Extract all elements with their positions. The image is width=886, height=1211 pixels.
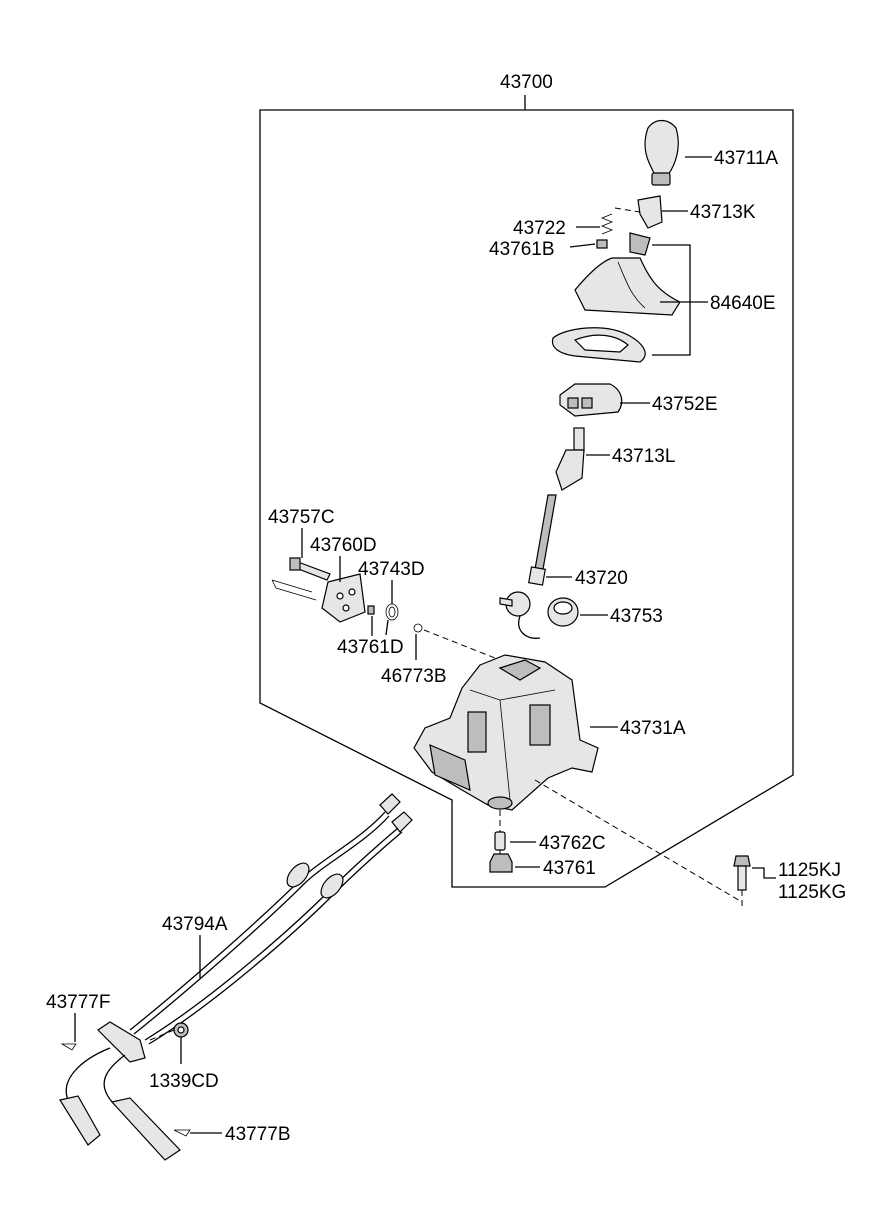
label-43743D: 43743D <box>358 559 425 580</box>
retainer-ring-part <box>413 623 423 633</box>
label-43757C: 43757C <box>268 507 335 528</box>
label-43752E: 43752E <box>652 394 718 415</box>
label-1339CD: 1339CD <box>149 1071 219 1092</box>
label-43794A: 43794A <box>162 914 228 935</box>
label-43711A: 43711A <box>714 148 778 169</box>
detent-spring-part <box>385 603 399 636</box>
spring-part <box>600 213 614 235</box>
lever-rod-part <box>555 427 585 491</box>
label-43761D: 43761D <box>337 637 404 658</box>
label-43720: 43720 <box>575 568 628 589</box>
cable-clip-lower-part <box>173 1129 191 1137</box>
label-43777B: 43777B <box>225 1124 291 1145</box>
label-43762C: 43762C <box>539 833 606 854</box>
detent-pin-part <box>367 605 375 615</box>
label-43731A: 43731A <box>620 718 686 739</box>
label-46773B: 46773B <box>381 666 447 687</box>
label-43777F: 43777F <box>46 992 110 1013</box>
boot-bezel-part <box>551 327 646 363</box>
bushing-insert-part <box>494 831 506 851</box>
label-43753: 43753 <box>610 606 663 627</box>
bushing-part <box>547 597 579 627</box>
label-43760D: 43760D <box>310 535 377 556</box>
lever-housing-part <box>559 383 623 417</box>
flange-nut-part <box>173 1022 189 1038</box>
assembly-boundary <box>259 109 794 888</box>
shift-cable-assembly-part <box>59 793 413 1161</box>
label-1125KG: 1125KG <box>778 882 846 903</box>
detent-bracket-part <box>321 573 366 623</box>
mounting-bolt-part <box>733 855 751 910</box>
label-84640E: 84640E <box>710 293 776 314</box>
small-cap-part <box>596 239 608 249</box>
cable-clip-part <box>60 1043 77 1051</box>
shifter-base-part <box>413 654 599 811</box>
label-43700: 43700 <box>500 72 553 93</box>
label-43722: 43722 <box>513 218 566 239</box>
label-1125KJ: 1125KJ <box>778 860 841 881</box>
label-43713L: 43713L <box>612 446 675 467</box>
knob-sleeve-part <box>637 195 663 229</box>
base-bushing-part <box>489 853 513 873</box>
label-43761B: 43761B <box>489 239 555 260</box>
pivot-pin-part <box>289 557 331 581</box>
shift-lever-shaft-part <box>499 494 557 639</box>
shift-knob-part <box>644 119 679 186</box>
label-43713K: 43713K <box>690 202 756 223</box>
clip-part <box>271 579 317 601</box>
label-43761: 43761 <box>543 858 596 879</box>
